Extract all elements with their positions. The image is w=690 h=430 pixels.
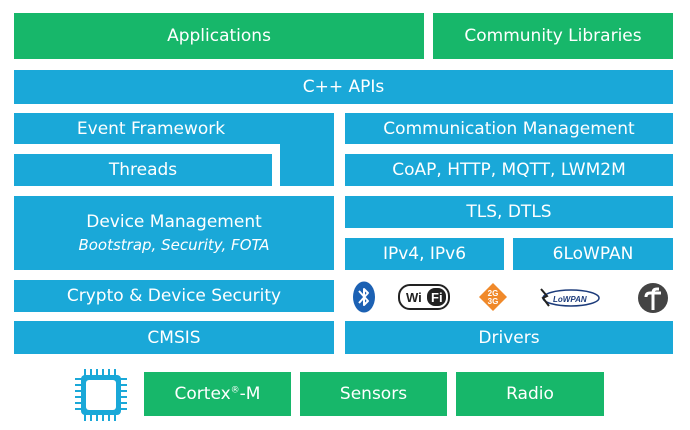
communication-management-label: Communication Management	[383, 118, 635, 139]
device-management-block: Device Management Bootstrap, Security, F…	[14, 196, 334, 270]
tls-dtls-block: TLS, DTLS	[345, 196, 673, 228]
communication-management-block: Communication Management	[345, 113, 673, 144]
tls-dtls-label: TLS, DTLS	[466, 202, 552, 222]
chip-icon	[73, 367, 129, 423]
wifi-icon-text-right: Fi	[431, 290, 443, 305]
6lowpan-label: 6LoWPAN	[552, 244, 634, 264]
applications-block: Applications	[14, 13, 424, 59]
cellular-2g-text: 2G	[488, 289, 499, 298]
radio-block: Radio	[456, 372, 604, 416]
device-management-sublabel: Bootstrap, Security, FOTA	[78, 236, 270, 254]
cpp-apis-block: C++ APIs	[14, 70, 673, 104]
crypto-security-block: Crypto & Device Security	[14, 280, 334, 312]
cpp-apis-label: C++ APIs	[302, 77, 385, 97]
cellular-3g-text: 3G	[488, 297, 499, 306]
threads-label: Threads	[108, 160, 178, 180]
6lowpan-block: 6LoWPAN	[513, 238, 673, 270]
crypto-security-label: Crypto & Device Security	[66, 286, 282, 306]
cortex-prefix: Cortex	[174, 384, 231, 404]
cortex-m-block: Cortex®-M	[144, 372, 291, 416]
cellular-2g-3g-icon: 2G 3G	[478, 282, 508, 312]
sensors-block: Sensors	[300, 372, 447, 416]
protocols-block: CoAP, HTTP, MQTT, LWM2M	[345, 154, 673, 186]
threads-block: Threads	[14, 154, 272, 186]
community-libraries-block: Community Libraries	[433, 13, 673, 59]
device-management-label: Device Management	[86, 212, 262, 232]
wifi-icon: Wi Fi	[398, 284, 450, 310]
wifi-icon-text-left: Wi	[406, 290, 422, 305]
ipv4-ipv6-label: IPv4, IPv6	[382, 244, 467, 264]
cortex-m-label: Cortex®-M	[175, 384, 261, 404]
cmsis-label: CMSIS	[147, 327, 201, 348]
sensors-label: Sensors	[339, 384, 408, 404]
cortex-suffix: -M	[239, 384, 261, 404]
community-libraries-label: Community Libraries	[464, 26, 642, 46]
cmsis-block: CMSIS	[14, 321, 334, 354]
drivers-block: Drivers	[345, 321, 673, 354]
event-framework-connector	[280, 113, 334, 186]
applications-label: Applications	[167, 26, 271, 46]
ipv4-ipv6-block: IPv4, IPv6	[345, 238, 504, 270]
cortex-registered-mark: ®	[230, 385, 240, 396]
lowpan-logo-icon: LoWPAN	[537, 284, 601, 310]
drivers-label: Drivers	[478, 327, 540, 348]
event-framework-label: Event Framework	[76, 118, 226, 139]
bluetooth-icon	[351, 281, 377, 313]
thread-logo-icon	[637, 282, 669, 314]
radio-label: Radio	[506, 384, 554, 404]
protocols-label: CoAP, HTTP, MQTT, LWM2M	[392, 160, 626, 180]
lowpan-logo-text: LoWPAN	[553, 295, 587, 304]
